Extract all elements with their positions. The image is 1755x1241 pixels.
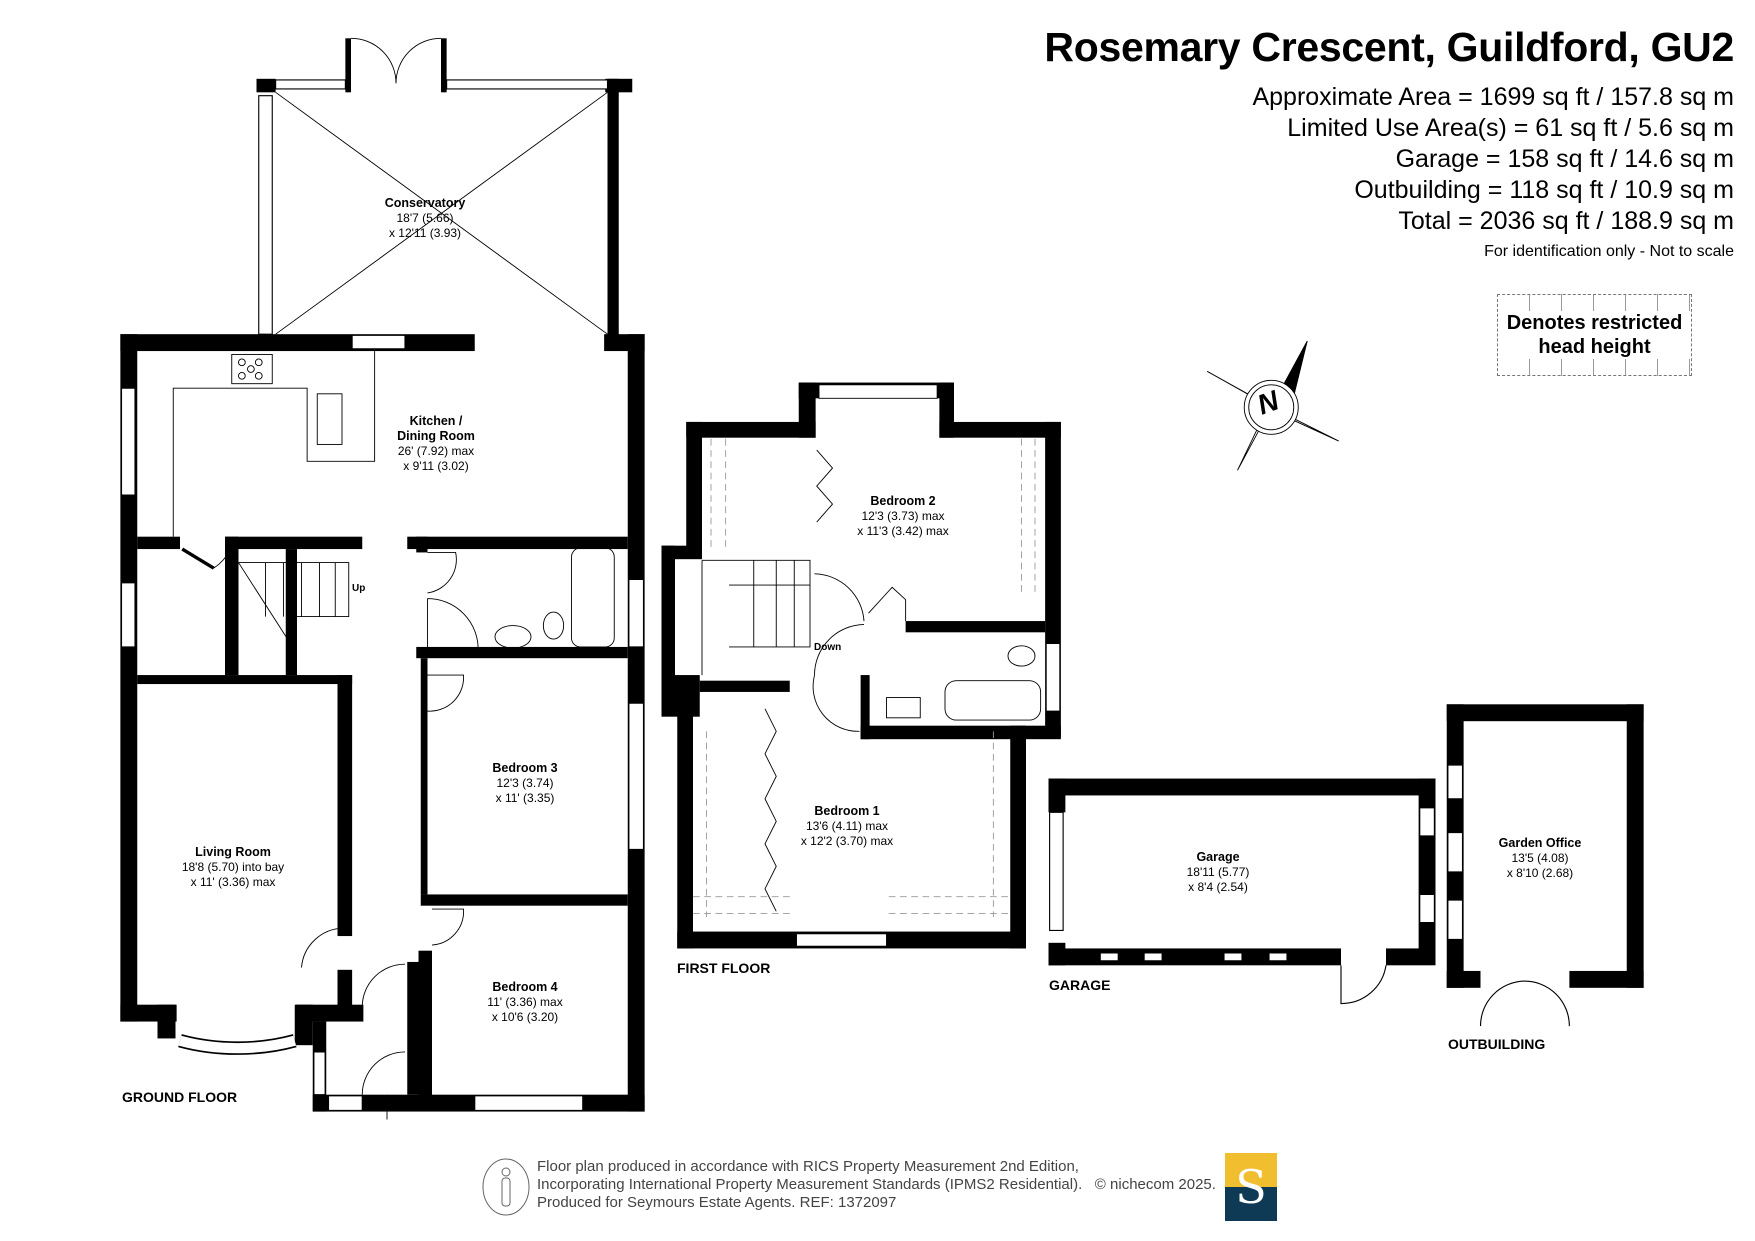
- footer-line: Floor plan produced in accordance with R…: [537, 1158, 1079, 1175]
- ground-floor-windows: [120, 79, 645, 1111]
- room-dim: x 11'3 (3.42) max: [857, 524, 949, 538]
- room-dim: x 11' (3.36) max: [190, 875, 276, 889]
- footer-line: Produced for Seymours Estate Agents. REF…: [537, 1194, 897, 1211]
- room-dim: 26' (7.92) max: [397, 444, 475, 458]
- first-floor-fixtures: [693, 384, 1061, 947]
- room-dim: 12'3 (3.73) max: [861, 509, 945, 523]
- outbuilding-label: OUTBUILDING: [1448, 1036, 1546, 1052]
- room-dim: 12'3 (3.74): [496, 776, 554, 790]
- first-floor-label: FIRST FLOOR: [677, 960, 771, 976]
- room-dim: x 12'2 (3.70) max: [800, 834, 894, 848]
- room-dim: x 8'10 (2.68): [1506, 866, 1574, 880]
- room-name-kitchen: Kitchen /: [409, 414, 463, 428]
- room-dim: x 11' (3.35): [495, 791, 555, 805]
- legend-text: Denotes restricted head height: [1498, 311, 1691, 359]
- garage-windows: [1049, 807, 1435, 1005]
- room-name-garden-office: Garden Office: [1498, 836, 1582, 850]
- limited-use-area: Limited Use Area(s) = 61 sq ft / 5.6 sq …: [1287, 114, 1734, 142]
- outbuilding-windows: [1447, 764, 1570, 1027]
- outbuilding-area: Outbuilding = 118 sq ft / 10.9 sq m: [1354, 176, 1734, 204]
- room-name-bedroom-2: Bedroom 2: [870, 494, 936, 508]
- room-name-garage: Garage: [1196, 850, 1240, 864]
- room-dim: 13'5 (4.08): [1511, 851, 1569, 865]
- room-name-kitchen-2: Dining Room: [397, 429, 475, 443]
- room-dim: x 12'11 (3.93): [388, 226, 462, 240]
- room-name-bedroom-4: Bedroom 4: [492, 980, 558, 994]
- ground-floor-label: GROUND FLOOR: [122, 1089, 238, 1105]
- room-name-conservatory: Conservatory: [384, 196, 466, 210]
- garage-area: Garage = 158 sq ft / 14.6 sq m: [1395, 145, 1734, 173]
- disclaimer: For identification only - Not to scale: [1484, 243, 1734, 260]
- room-dim: 18'8 (5.70) into bay: [181, 860, 285, 874]
- person-scale-icon: [482, 1158, 530, 1216]
- stairs-down-label: Down: [814, 642, 842, 653]
- room-dim: 11' (3.36) max: [487, 995, 563, 1009]
- stairs-up-label: Up: [352, 583, 366, 594]
- room-dim: 18'7 (5.66): [396, 211, 454, 225]
- compass-icon: [1206, 340, 1339, 471]
- restricted-height-legend: Denotes restricted head height: [1497, 294, 1692, 376]
- footer-text: Floor plan produced in accordance with R…: [537, 1158, 1216, 1212]
- property-title: Rosemary Crescent, Guildford, GU2: [1044, 24, 1734, 70]
- room-name-living: Living Room: [195, 845, 271, 859]
- room-name-bedroom-1: Bedroom 1: [814, 804, 880, 818]
- approx-area: Approximate Area = 1699 sq ft / 157.8 sq…: [1252, 83, 1734, 111]
- ground-floor-fixtures: [172, 37, 615, 1120]
- room-dim: 13'6 (4.11) max: [805, 819, 889, 833]
- logo-letter: S: [1235, 1160, 1267, 1214]
- room-dim: x 8'4 (2.54): [1188, 880, 1248, 894]
- room-dim: x 9'11 (3.02): [403, 459, 469, 473]
- room-dim: 18'11 (5.77): [1186, 865, 1250, 879]
- room-name-bedroom-3: Bedroom 3: [492, 761, 558, 775]
- garage-label: GARAGE: [1049, 977, 1111, 993]
- copyright: © nichecom 2025.: [1094, 1176, 1216, 1193]
- footer-line: Incorporating International Property Mea…: [537, 1176, 1216, 1193]
- total-area: Total = 2036 sq ft / 188.9 sq m: [1398, 207, 1734, 235]
- seymours-logo: S: [1225, 1153, 1277, 1221]
- room-dim: x 10'6 (3.20): [491, 1010, 559, 1024]
